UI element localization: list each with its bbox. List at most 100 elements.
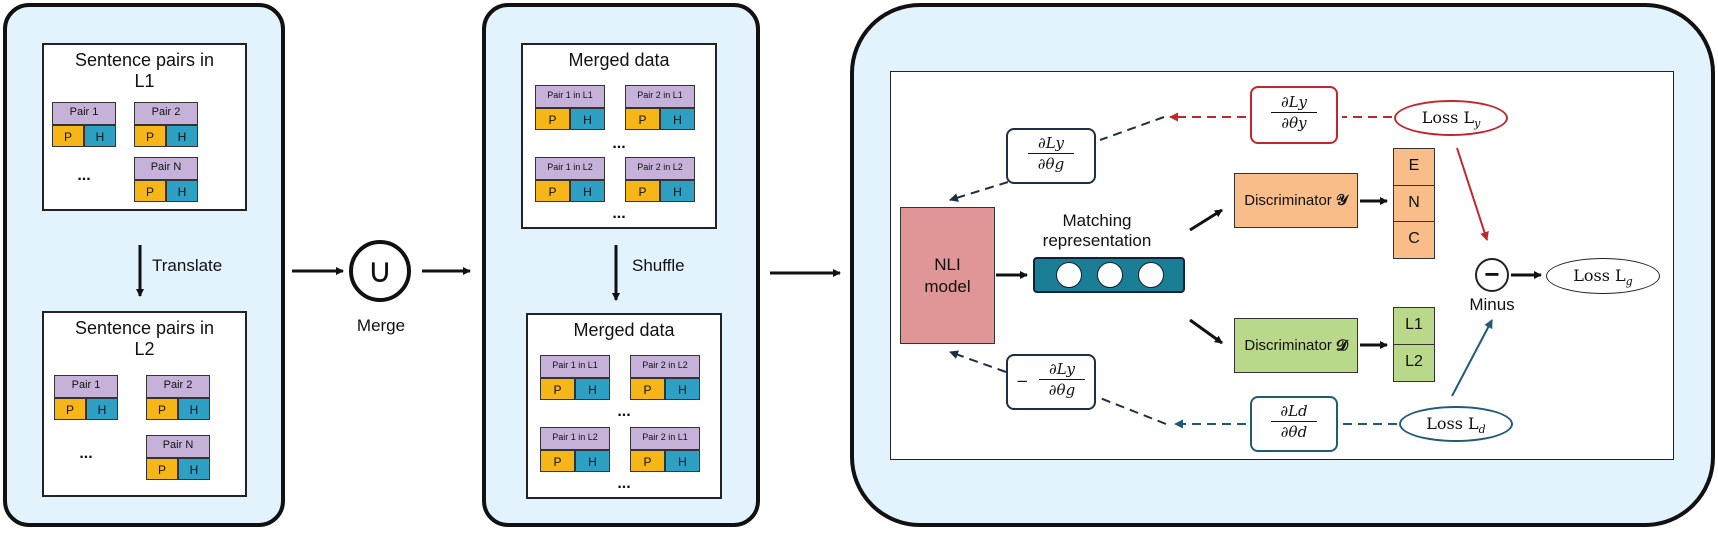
fraction: ∂Ly ∂θg (1034, 360, 1090, 399)
pair-label: Pair 1 (54, 375, 118, 398)
language-output-d: L1 L2 (1393, 307, 1435, 382)
ellipsis: ... (77, 167, 91, 184)
grad-numerator: ∂Ld (1280, 402, 1308, 420)
nli-model-label: NLI model (924, 254, 971, 296)
premise-cell: P (535, 180, 570, 202)
loss-d-node: Loss Ld (1399, 406, 1513, 442)
label-output-y: E N C (1393, 148, 1435, 259)
premise-cell: P (625, 108, 660, 130)
hypothesis-cell: H (178, 458, 210, 480)
loss-y-to-minus-arrow (1456, 147, 1489, 241)
grad-y-feed-dashed (1099, 116, 1165, 141)
l2-box-title: Sentence pairs in L2 (74, 318, 215, 359)
output-c: C (1393, 221, 1435, 259)
discriminator-d-symbol: 𝓓 (1336, 336, 1348, 354)
pair-label: Pair 2 in L1 (630, 427, 700, 450)
pair-label: Pair 1 in L1 (535, 85, 605, 108)
grad-numerator: ∂Ly (1038, 134, 1064, 152)
premise-cell: P (540, 450, 575, 472)
merged-box-title: Merged data (573, 320, 675, 340)
hypothesis-cell: H (166, 180, 198, 202)
vector-node (1097, 262, 1123, 288)
pair-label: Pair N (134, 157, 198, 180)
premise-cell: P (146, 458, 178, 480)
grad-ly-thetay-box: ∂Ly ∂θy (1250, 86, 1338, 144)
pair-label: Pair 2 in L2 (630, 355, 700, 378)
shuffle-label: Shuffle (632, 256, 685, 275)
loss-d-to-minus-arrow (1451, 319, 1493, 397)
grad-denominator: ∂θd (1280, 423, 1308, 441)
matching-representation-vector (1033, 257, 1185, 293)
loss-y-text: Loss L (1421, 108, 1475, 127)
premise-cell: P (52, 125, 84, 147)
pair-label: Pair 1 (52, 102, 116, 125)
neg-grad-ly-thetag-box: − ∂Ly ∂θg (1006, 354, 1096, 410)
premise-cell: P (630, 450, 665, 472)
loss-g-text: Loss L (1573, 266, 1626, 285)
merged-box-title: Merged data (568, 50, 670, 70)
discriminator-d-label: Discriminator (1244, 337, 1332, 354)
grad-numerator: ∂Ly (1281, 93, 1307, 111)
loss-y-node: Loss Ly (1394, 100, 1508, 136)
hypothesis-cell: H (86, 398, 118, 420)
hypothesis-cell: H (84, 125, 116, 147)
loss-y-subscript: y (1474, 117, 1481, 131)
discriminator-y: Discriminator 𝒴 (1234, 173, 1358, 228)
negation-sign: − (1016, 372, 1029, 390)
vector-node (1056, 262, 1082, 288)
loss-g-subscript: g (1625, 275, 1633, 289)
matching-to-disc-y-arrow (1189, 208, 1223, 232)
union-icon: ∪ (349, 240, 411, 302)
pair-label: Pair 2 (146, 375, 210, 398)
grad-denominator: ∂θy (1281, 114, 1307, 132)
ellipsis: ... (617, 403, 631, 420)
union-symbol: ∪ (367, 252, 393, 290)
premise-cell: P (540, 378, 575, 400)
pair-label: Pair 1 in L2 (535, 157, 605, 180)
loss-d-subscript: d (1478, 423, 1486, 437)
grad-denominator: ∂θg (1048, 381, 1076, 399)
premise-cell: P (535, 108, 570, 130)
pair-label: Pair 2 in L2 (625, 157, 695, 180)
hypothesis-cell: H (575, 378, 610, 400)
vector-node (1138, 262, 1164, 288)
loss-g-node: Loss Lg (1546, 258, 1660, 294)
hypothesis-cell: H (665, 450, 700, 472)
pair-label: Pair 2 (134, 102, 198, 125)
minus-icon: − (1475, 258, 1509, 292)
premise-cell: P (134, 180, 166, 202)
fraction-bar (1039, 379, 1085, 380)
premise-cell: P (54, 398, 86, 420)
hypothesis-cell: H (660, 180, 695, 202)
premise-cell: P (146, 398, 178, 420)
hypothesis-cell: H (570, 108, 605, 130)
ellipsis: ... (79, 445, 93, 462)
grad-ly-thetag-box: ∂Ly ∂θg (1006, 128, 1096, 184)
hypothesis-cell: H (570, 180, 605, 202)
hypothesis-cell: H (575, 450, 610, 472)
pair-label: Pair N (146, 435, 210, 458)
discriminator-y-symbol: 𝒴 (1335, 191, 1348, 209)
reversed-grad-to-nli-arrow (949, 350, 1007, 373)
translate-label: Translate (152, 256, 223, 275)
discriminator-y-label: Discriminator (1244, 192, 1332, 209)
minus-label: Minus (1469, 295, 1515, 314)
ellipsis: ... (612, 135, 626, 152)
fraction-bar (1271, 421, 1317, 422)
discriminator-d: Discriminator 𝓓 (1234, 318, 1358, 373)
premise-cell: P (134, 125, 166, 147)
